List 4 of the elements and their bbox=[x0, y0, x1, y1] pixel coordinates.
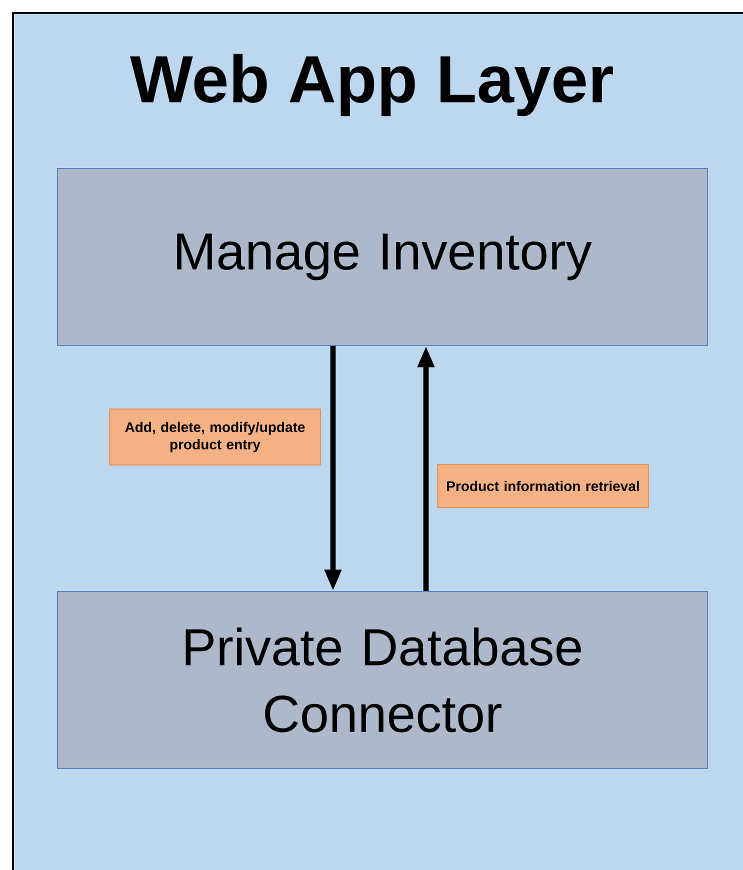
edge-label: Add, delete, modify/update product entry bbox=[109, 408, 321, 466]
process-box: Private Database Connector bbox=[57, 591, 708, 769]
process-box: Manage Inventory bbox=[57, 168, 708, 346]
edge-label: Product information retrieval bbox=[437, 464, 649, 508]
